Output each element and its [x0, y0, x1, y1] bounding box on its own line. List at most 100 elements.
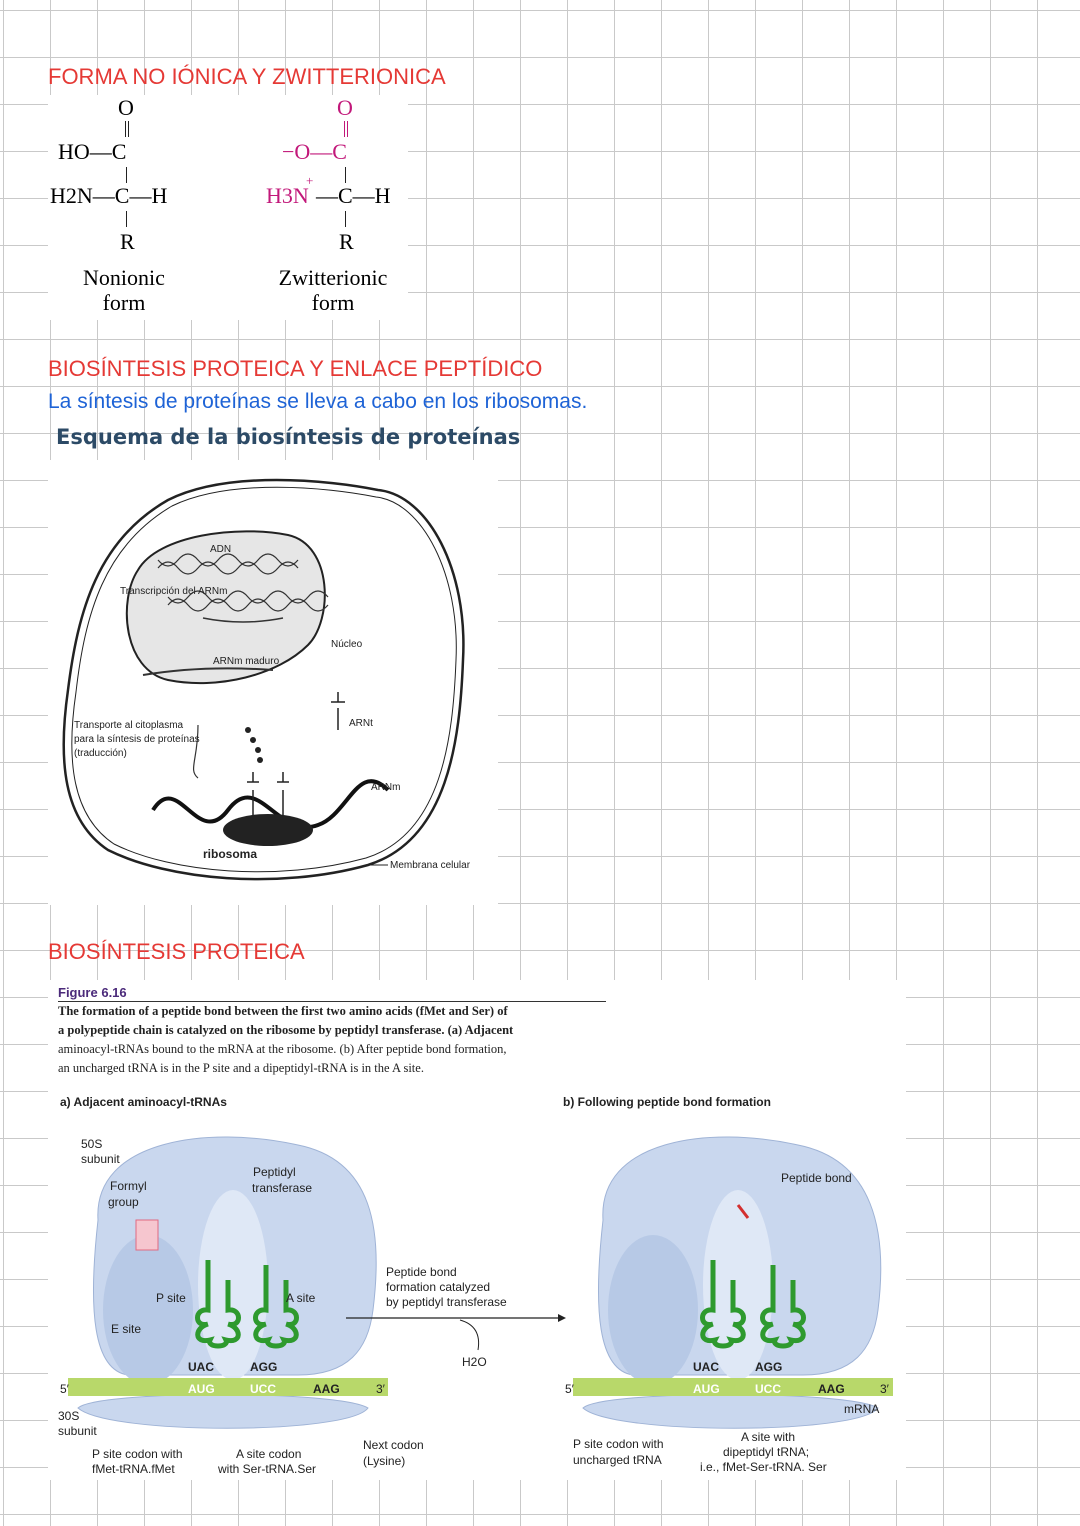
- caption-rule: [58, 1001, 606, 1002]
- label-mrna: mRNA: [844, 1402, 879, 1416]
- section-heading-biosynthesis: BIOSÍNTESIS PROTEICA Y ENLACE PEPTÍDICO: [48, 356, 543, 381]
- arrow-label-2: formation catalyzed: [386, 1280, 490, 1294]
- label-membrana: Membrana celular: [390, 860, 471, 871]
- caption-line-2: a polypeptide chain is catalyzed on the …: [58, 1021, 513, 1040]
- label-group: group: [108, 1195, 139, 1209]
- figure-number: Figure 6.16: [58, 985, 127, 1000]
- bond: [126, 211, 127, 227]
- zwitter-o: O: [337, 95, 353, 120]
- label-awith-1: A site with: [741, 1430, 795, 1444]
- zwitter-c-h: —C—H: [316, 183, 391, 208]
- formyl-group-box: [135, 1219, 159, 1251]
- label-acodon-1: A site codon: [236, 1447, 301, 1461]
- label-adn: ADN: [210, 544, 231, 555]
- ribosome-statement: La síntesis de proteínas se lleva a cabo…: [48, 390, 588, 413]
- trna-p-b: [700, 1260, 746, 1349]
- trna-a-a: [253, 1265, 299, 1349]
- mrna-5-a: 5′: [60, 1382, 70, 1396]
- label-acodon-2: with Ser-tRNA.Ser: [217, 1462, 316, 1476]
- anticodon-agg-b: AGG: [755, 1360, 782, 1374]
- amino-acid-forms-figure: O HO—C H2N—C—H R Nonionic form O −O—C H3…: [48, 95, 408, 320]
- trna-p-a: [195, 1260, 241, 1349]
- bond: [345, 211, 346, 227]
- label-nucleo: Núcleo: [331, 639, 363, 650]
- double-bond: [344, 121, 348, 137]
- amino-acid-dot: [257, 757, 263, 763]
- mrna-band-a: [68, 1378, 388, 1396]
- section-heading-protein: BIOSÍNTESIS PROTEICA: [48, 939, 305, 964]
- nonionic-ho: HO—C: [58, 139, 127, 164]
- cell-membrane-inner: [71, 486, 457, 873]
- caption-line-2b: (a) Adjacent: [447, 1023, 514, 1037]
- label-ribosoma: ribosoma: [203, 847, 257, 861]
- label-arnt: ARNt: [349, 718, 373, 729]
- trna-a-b: [760, 1265, 806, 1349]
- anticodon-uac-a: UAC: [188, 1360, 214, 1374]
- nonionic-r: R: [120, 229, 135, 254]
- mrna-band-b: [573, 1378, 893, 1396]
- label-subunit: subunit: [81, 1152, 120, 1166]
- label-transporte-3: (traducción): [74, 748, 127, 759]
- double-bond: [125, 121, 129, 137]
- codon-aug-b: AUG: [693, 1382, 720, 1396]
- cytoplasm-mrna: [151, 779, 390, 830]
- mrna-5-b: 5′: [565, 1382, 575, 1396]
- label-a-site: A site: [286, 1291, 316, 1305]
- mrna-3-a: 3′: [376, 1382, 386, 1396]
- label-30s: 30S: [58, 1409, 79, 1423]
- label-transferase: transferase: [252, 1181, 312, 1195]
- nonionic-label-2: form: [102, 290, 146, 315]
- h2o-arrow: [459, 1319, 480, 1351]
- caption-line-2a: a polypeptide chain is catalyzed on the …: [58, 1023, 445, 1037]
- label-next-1: Next codon: [363, 1438, 424, 1452]
- codon-aug-a: AUG: [188, 1382, 215, 1396]
- zwitter-r: R: [339, 229, 354, 254]
- label-e-site: E site: [111, 1322, 141, 1336]
- codon-ucc-a: UCC: [250, 1382, 276, 1396]
- ribosome-figure-svg: a) Adjacent aminoacyl-tRNAs b) Following…: [58, 1095, 893, 1476]
- label-awith-2: dipeptidyl tRNA;: [723, 1445, 809, 1459]
- caption-line-4: an uncharged tRNA is in the P site and a…: [58, 1061, 424, 1075]
- nonionic-label: Nonionic: [83, 265, 165, 290]
- anticodon-agg-a: AGG: [250, 1360, 277, 1374]
- label-pcodon-b-1: P site codon with: [573, 1437, 664, 1451]
- p-site-groove-b: [703, 1190, 773, 1380]
- figure-6-16: Figure 6.16 The formation of a peptide b…: [48, 980, 906, 1480]
- label-50s: 50S: [81, 1137, 102, 1151]
- e-site-lobe: [103, 1235, 193, 1385]
- caption-line-3: aminoacyl-tRNAs bound to the mRNA at the…: [58, 1042, 507, 1056]
- panel-a-title: a) Adjacent aminoacyl-tRNAs: [60, 1095, 227, 1109]
- arrow-label-1: Peptide bond: [386, 1265, 457, 1279]
- codon-aag-a: AAG: [313, 1382, 340, 1396]
- cell-diagram-svg: ADN Transcripción del ARNm ARNm maduro N…: [62, 478, 471, 881]
- label-transporte-1: Transporte al citoplasma: [74, 720, 184, 731]
- label-peptidyl: Peptidyl: [253, 1165, 296, 1179]
- label-pcodon-1: P site codon with: [92, 1447, 183, 1461]
- label-p-site: P site: [156, 1291, 186, 1305]
- label-subunit-30s: subunit: [58, 1424, 97, 1438]
- zwitter-label-2: form: [311, 290, 355, 315]
- arrow-label-3: by peptidyl transferase: [386, 1295, 507, 1309]
- label-pcodon-b-2: uncharged tRNA: [573, 1453, 662, 1467]
- ribosome-shape: [223, 814, 313, 846]
- trna-molecules: [247, 692, 345, 815]
- amino-acid-dot: [255, 747, 261, 753]
- label-awith-3: i.e., fMet-Ser-tRNA. Ser: [700, 1460, 827, 1474]
- mrna-3-b: 3′: [880, 1382, 890, 1396]
- zwitter-h3n: H3N: [266, 183, 309, 208]
- panel-b-title: b) Following peptide bond formation: [563, 1095, 771, 1109]
- mature-mrna: [142, 667, 274, 676]
- label-next-2: (Lysine): [363, 1454, 405, 1468]
- label-peptide-bond: Peptide bond: [781, 1171, 852, 1185]
- transport-arrow: [193, 724, 199, 779]
- zwitter-o-minus: −O—C: [282, 139, 347, 164]
- e-site-lobe-b: [608, 1235, 698, 1385]
- plus-charge: +: [306, 173, 314, 188]
- zwitter-label: Zwitterionic: [278, 265, 388, 290]
- ribosome-30s-a: [77, 1394, 369, 1429]
- amino-acid-dot: [245, 727, 251, 733]
- arrowhead: [558, 1314, 566, 1322]
- caption-line-1: The formation of a peptide bond between …: [58, 1004, 508, 1018]
- label-arnm: ARNm: [371, 782, 400, 793]
- p-site-groove: [198, 1190, 268, 1380]
